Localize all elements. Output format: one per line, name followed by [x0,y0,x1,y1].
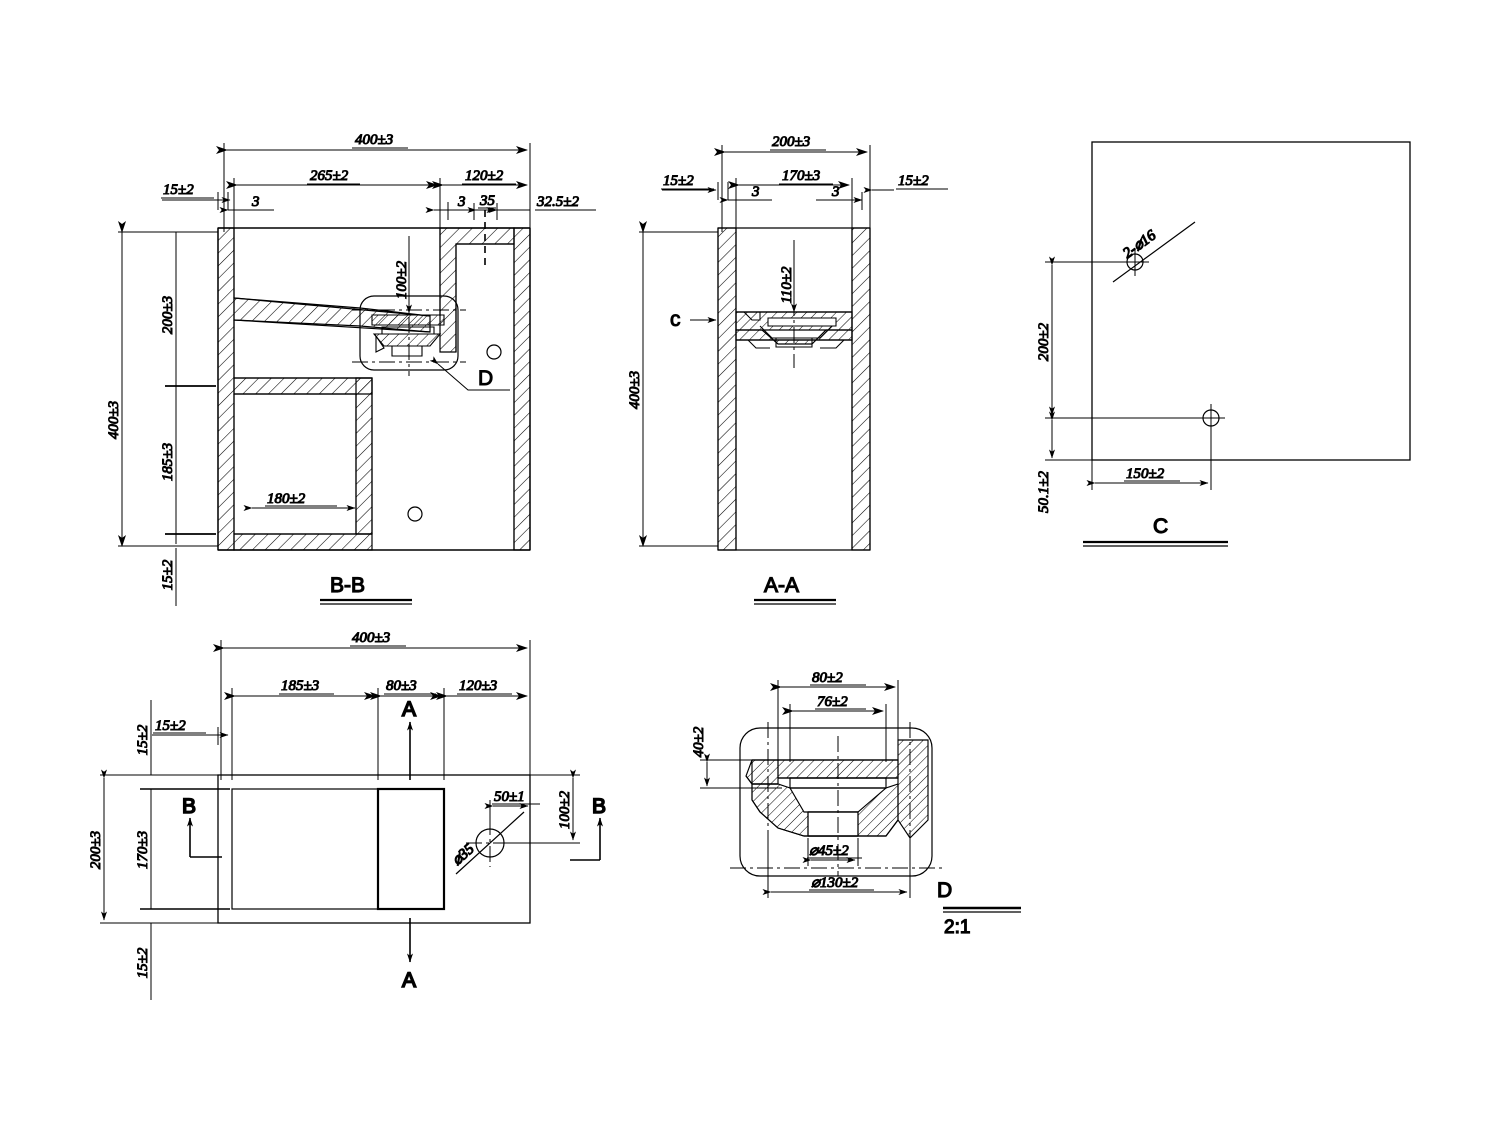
detail-d-geometry [730,722,942,882]
bb-detail-d-leader: D [429,356,510,391]
dim-d-height: 40±2 [691,726,707,757]
plan-hole-dimensions: 50±1 100±2 [484,769,580,844]
bb-top-dimensions: 400±3 265±2 120±2 15±2 3 3 35 [161,132,596,232]
dim-d-bore-dia: ⌀45±2 [809,843,849,859]
c-outline [1091,141,1411,461]
plan-top-dimensions: 400±3 185±3 80±3 120±3 15±2 [152,630,531,780]
dim-plan-hole-x: 50±1 [494,789,525,805]
view-section-aa: 200±3 170±3 15±2 3 3 15±2 [627,134,948,605]
dim-aa-inner-width: 170±3 [782,168,820,184]
bb-boss-detail [371,314,445,357]
dim-aa-right-offset: 15±2 [898,173,929,189]
dim-plan-overall-height: 200±3 [88,831,104,869]
label-detail-d-scale: 2:1 [944,917,970,938]
dim-bb-inner-left: 265±2 [310,168,349,184]
aa-left-dimensions: 400±3 [627,221,718,547]
bb-hole-lower [407,506,423,522]
detail-d-dimensions: 80±2 76±2 40±2 ⌀45±2 ⌀130±2 [691,670,911,898]
plan-left-dimensions: 200±3 15±2 170±3 15±2 [88,700,230,1000]
detail-d-boundary [739,727,933,877]
marker-b-right: B [592,795,606,818]
marker-c-aa: c [670,308,681,331]
bb-geometry [217,210,531,551]
dim-bb-overall-height: 400±3 [106,401,122,439]
marker-a-top: A [402,698,416,721]
plan-slot-rect [376,787,446,911]
dim-plan-hole-y: 100±2 [557,790,573,829]
plan-geometry: ⌀35 [217,774,531,924]
dim-bb-wall-mid: 3 [457,194,466,210]
dim-c-lower-vertical: 50.1±2 [1036,471,1052,513]
dim-aa-overall-height: 400±3 [627,371,643,409]
plan-outline [217,774,531,924]
dim-aa-floor-height: 110±2 [779,266,795,304]
aa-internal-dimension: 110±2 [779,240,797,313]
label-bb: B-B [330,574,365,597]
c-horizontal-dimension: 150±2 [1086,430,1212,490]
bb-view-label: B-B [320,573,412,605]
aa-arrow-marker-c: c [670,308,717,332]
view-detail-d: 80±2 76±2 40±2 ⌀45±2 ⌀130±2 D [691,670,1021,939]
label-aa: A-A [764,574,799,597]
dim-bb-upper-height: 200±3 [160,296,176,334]
dim-c-horizontal: 150±2 [1126,466,1165,482]
dim-plan-overall-width: 400±3 [352,630,390,646]
dim-aa-left-offset: 15±2 [663,173,694,189]
dim-bb-notch: 35 [479,193,496,209]
detail-d-marker-bb: D [478,367,493,390]
marker-b-left: B [182,795,196,818]
plan-section-markers: A A B B [181,697,607,993]
aa-view-label: A-A [754,573,836,605]
dim-bb-boss-height: 100±2 [394,260,410,299]
dim-plan-left-offset: 15±2 [155,718,186,734]
dim-d-outer-width: 80±2 [812,670,843,686]
dim-plan-bottom-offset: 15±2 [135,947,151,978]
label-detail-d: D [937,879,952,902]
dim-c-vertical: 200±2 [1036,322,1052,361]
dim-bb-left-offset: 15±2 [163,182,194,198]
dim-plan-inner-height: 170±3 [135,831,151,869]
aa-top-dimensions: 200±3 170±3 15±2 3 3 15±2 [661,134,948,232]
c-hole-lower [1197,404,1225,432]
dim-bb-lower-height: 185±3 [160,443,176,481]
dim-plan-seg-a: 185±3 [281,678,319,694]
marker-a-bottom: A [402,969,416,992]
dim-bb-inner-right: 120±2 [465,168,504,184]
dim-aa-overall-width: 200±3 [772,134,810,150]
note-2-dia16: 2-⌀16 [1120,227,1159,262]
dim-plan-hole-dia: ⌀35 [449,841,478,869]
bb-left-dimensions: 400±3 200±3 185±3 15±2 [106,221,218,606]
dim-bb-pocket-width: 180±2 [267,491,306,507]
dim-aa-wall-right: 3 [831,184,840,200]
label-c: C [1153,515,1168,538]
dim-bb-right-offset: 32.5±2 [536,194,579,210]
bb-internal-dimensions: 180±2 100±2 [243,236,412,511]
dim-d-flange-dia: ⌀130±2 [811,875,859,891]
dim-plan-seg-b: 80±3 [386,678,417,694]
view-c: 2-⌀16 200±2 50.1±2 150±2 C [1036,141,1411,547]
dim-bb-bottom-offset: 15±2 [160,559,176,590]
bb-hole-upper [486,344,502,360]
dim-aa-wall-left: 3 [751,184,760,200]
view-section-bb: 400±3 265±2 120±2 15±2 3 3 35 [106,132,596,606]
dim-bb-wall-left: 3 [251,194,260,210]
dim-bb-overall-width: 400±3 [355,132,393,148]
detail-d-label: D 2:1 [936,878,1021,939]
dim-d-inner-width: 76±2 [817,694,848,710]
c-view-label: C [1083,514,1228,547]
aa-geometry [717,227,871,551]
dim-plan-top-offset: 15±2 [135,724,151,755]
view-plan: ⌀35 400±3 185±3 80±3 120±3 15±2 [88,630,607,1000]
c-vertical-dimensions: 200±2 50.1±2 [1036,256,1200,513]
dim-plan-seg-c: 120±3 [459,678,497,694]
c-hole-note-leader: 2-⌀16 [1112,221,1196,283]
plan-inner-rect [231,788,445,910]
